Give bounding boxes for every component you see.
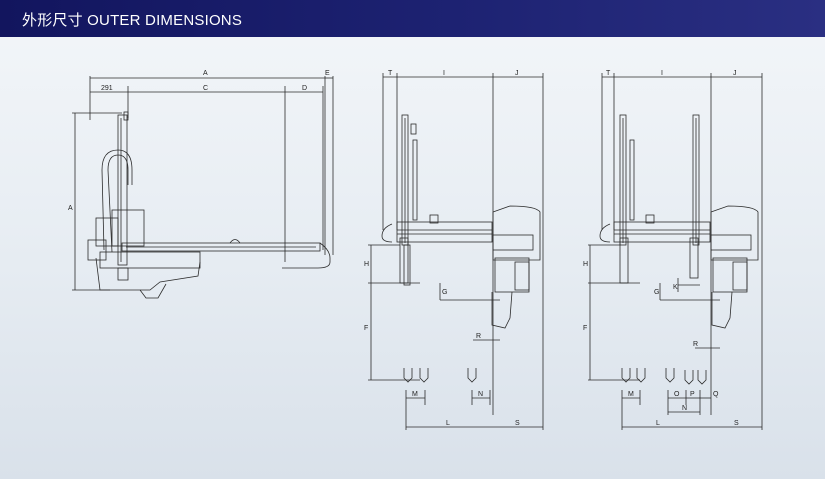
dim-label-s-left: S — [515, 420, 520, 427]
dim-label-m-left: M — [412, 391, 418, 398]
dim-label-e: E — [325, 70, 330, 77]
dim-label-s-right: S — [734, 420, 739, 427]
dim-label-k-right: K — [673, 284, 678, 291]
dim-label-i-left: I — [443, 70, 445, 77]
dim-label-h-right: H — [583, 261, 588, 268]
dim-label-m-right: M — [628, 391, 634, 398]
dim-label-r-right: R — [693, 341, 698, 348]
gripper-set-right — [621, 368, 707, 385]
dim-label-j-left: J — [515, 70, 519, 77]
gripper-set-left — [403, 368, 477, 383]
dim-label-l-right: L — [656, 420, 660, 427]
dim-label-q-right: Q — [713, 391, 719, 398]
dim-label-h-left: H — [364, 261, 369, 268]
dim-label-t-left: T — [388, 70, 393, 77]
dim-label-a-top: A — [203, 70, 208, 77]
dim-label-n-right: N — [682, 405, 687, 412]
dim-label-g-left: G — [442, 289, 447, 296]
dim-label-a-side: A — [68, 205, 73, 212]
dim-label-t-right: T — [606, 70, 611, 77]
dim-label-f-left: F — [364, 325, 368, 332]
title-bar: 外形尺寸 OUTER DIMENSIONS — [0, 0, 825, 37]
dim-label-f-right: F — [583, 325, 587, 332]
dim-label-d: D — [302, 85, 307, 92]
side-view-right — [588, 73, 763, 430]
dim-label-n-left: N — [478, 391, 483, 398]
page-title: 外形尺寸 OUTER DIMENSIONS — [22, 12, 243, 29]
dim-label-o-right: O — [674, 391, 680, 398]
dim-label-i-right: I — [661, 70, 663, 77]
side-view-left — [368, 73, 544, 430]
dim-label-p-right: P — [690, 391, 695, 398]
dim-label-l-left: L — [446, 420, 450, 427]
dim-label-r-left: R — [476, 333, 481, 340]
dim-label-j-right: J — [733, 70, 737, 77]
front-view — [72, 76, 334, 299]
dim-label-c: C — [203, 85, 208, 92]
dim-label-291: 291 — [101, 85, 113, 92]
outer-dimensions-drawing: 291 A C D E A T I J H G F R M N L S T I … — [68, 70, 763, 430]
dim-label-g-right: G — [654, 289, 659, 296]
